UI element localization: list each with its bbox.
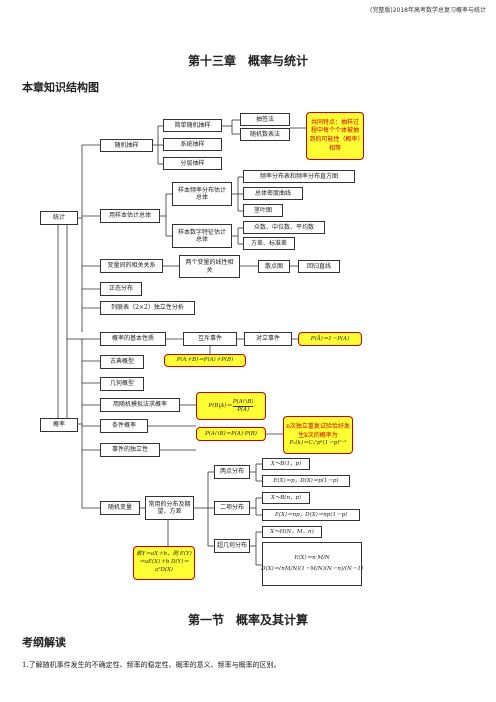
cond-denominator: P(A) [237,406,250,413]
page-header: (完整版)2018年高考数学总复习概率与统计 [370,7,486,14]
node-complementary: 对立事件 [244,332,292,346]
node-random-sampling: 随机抽样 [100,139,153,152]
formula-hg-moments: E(X)＝n·M/N D(X)＝(nM/N)(1－M/N)(N－n)/(N－1) [261,542,363,586]
node-variance: 方差、标准差 [243,237,295,250]
node-independence: 事件的独立性 [100,443,160,457]
node-two-variable: 两个变量的线性相关 [179,255,240,278]
node-freq-estimation: 样本频率分布估计总体 [172,182,232,206]
node-mean-median: 众数、中位数、平均数 [243,221,325,234]
node-contingency: 列联表（2×2）独立性分析 [100,301,195,315]
node-geometric: 几何概型 [100,377,144,391]
hg-expectation: E(X)＝n·M/N [294,555,330,562]
cond-lhs: P(B|A)＝ [208,402,232,409]
node-stem-leaf: 茎叶图 [243,204,283,217]
exam-point: 1.了解随机事件发生的不确定性、频率的稳定性、概率的意义、频率与概率的区别。 [22,661,281,669]
formula-independence: P(A∩B)＝P(A)·P(B) [196,427,266,441]
node-sample-estimation: 用样本估计总体 [100,209,160,223]
formula-addition: P(A＋B)＝P(A)＋P(B) [164,354,246,367]
formula-complement: P(Ā)＝1－P(A) [298,332,362,346]
exam-heading: 考纲解读 [22,636,66,649]
node-lottery: 抽签法 [240,113,290,126]
note-linear-transform: 若Y＝aX＋b，则 E(Y)＝aE(X)＋b D(Y)＝a²D(X) [133,546,195,580]
node-normal: 正态分布 [100,282,142,296]
node-correlation: 变量间的相关关系 [100,259,163,273]
cond-numerator: P(A∩B) [232,398,254,407]
node-hypergeometric: 超几何分布 [214,539,250,553]
node-random-variable: 随机变量 [100,501,140,515]
note-bernoulli: n次独立重复试验恰好发生k次的概率为 Pₙ(k)＝Cₙᵏpᵏ(1－p)ⁿ⁻ᵏ [283,416,353,454]
node-regression: 回归直线 [298,260,340,273]
node-stats: 统计 [40,211,78,225]
node-basic-props: 概率的基本性质 [100,332,166,346]
node-simulation: 用随机模拟法求概率 [100,398,180,412]
bernoulli-text: n次独立重复试验恰好发生k次的概率为 [286,423,350,439]
node-digit-estimation: 样本数字特征估计总体 [172,224,232,248]
note-common-feature: 共同特点：抽样过程中每个个体被抽到的可能性（概率）相等 [306,112,364,160]
node-density-curve: 总体密度曲线 [243,187,303,200]
formula-bin-moments: E(X)＝np，D(X)＝np(1－p) [262,509,360,521]
node-binomial: 二项分布 [214,501,250,515]
formula-hg-dist: X～H(N，M，n) [262,526,322,538]
hg-variance: D(X)＝(nM/N)(1－M/N)(N－n)/(N－1) [261,566,363,572]
section-title: 第一节 概率及其计算 [187,613,308,627]
node-scatter: 散点图 [258,260,290,273]
formula-tp-dist: X～B(1，p) [262,458,310,470]
node-two-point: 两点分布 [214,465,250,479]
node-random-table: 随机数表法 [240,128,290,141]
node-simple-random: 简单随机抽样 [163,119,222,132]
chapter-title: 第十三章 概率与统计 [187,54,308,68]
structure-heading: 本章知识结构图 [22,81,99,94]
formula-bin-dist: X～B(n，p) [262,492,310,504]
formula-conditional: P(B|A)＝ P(A∩B) P(A) [196,392,266,420]
node-conditional: 条件概率 [100,419,148,433]
bernoulli-formula: Pₙ(k)＝Cₙᵏpᵏ(1－p)ⁿ⁻ᵏ [289,439,347,446]
node-freq-histogram: 频率分布表和频率分布直方图 [243,170,355,183]
node-prob: 概率 [40,418,78,432]
node-systematic: 系统抽样 [163,138,222,151]
node-classical: 古典概型 [100,355,144,369]
formula-tp-moments: E(X)＝p，D(X)＝p(1－p) [262,475,350,487]
node-stratified: 分层抽样 [163,157,222,170]
node-common-distributions: 常用的分布及期望、方差 [145,496,194,520]
node-mutual-exclusive: 互斥事件 [183,332,237,346]
